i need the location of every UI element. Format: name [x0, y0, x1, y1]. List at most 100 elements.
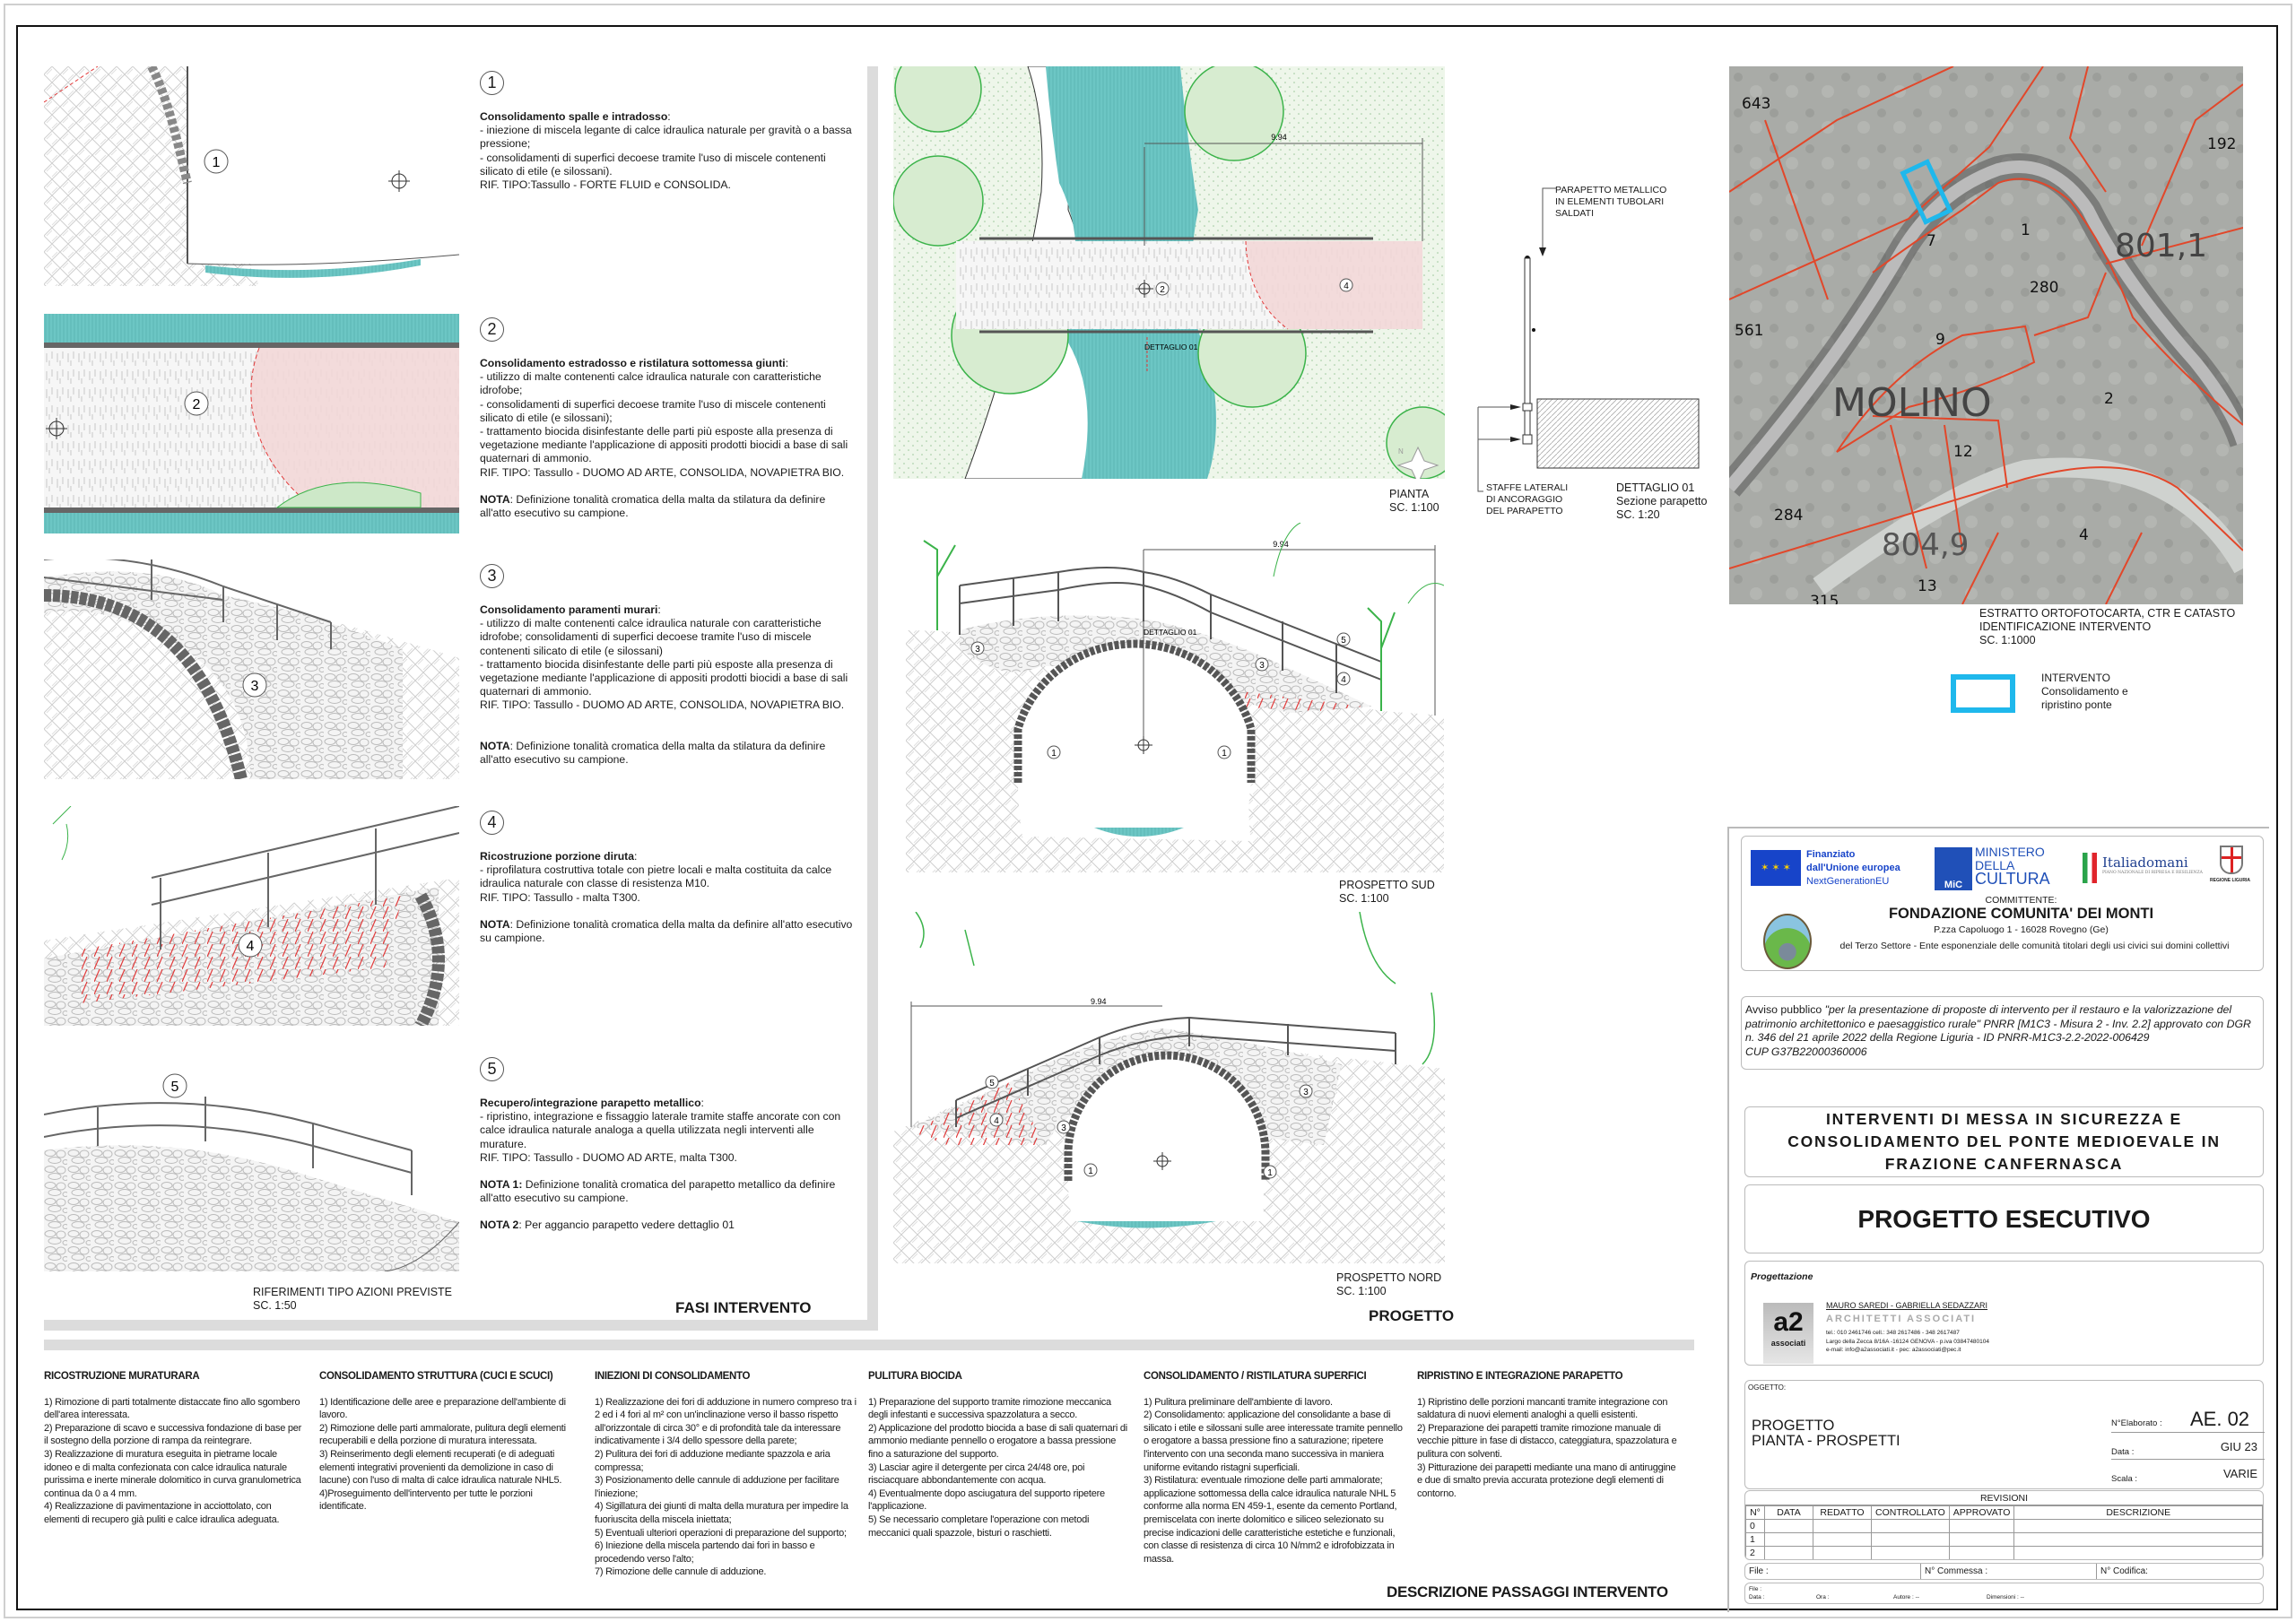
step-title: Ricostruzione porzione diruta	[480, 850, 634, 863]
progettazione-label: Progettazione	[1751, 1271, 1813, 1282]
column-step: 1) Realizzazione dei fori di adduzione i…	[595, 1396, 857, 1447]
liguria-shield-icon	[2220, 846, 2243, 874]
column-step: 2) Preparazione dei parapetti tramite ri…	[1417, 1422, 1677, 1460]
svg-text:643: 643	[1742, 95, 1770, 113]
svg-text:3: 3	[975, 645, 980, 655]
revisioni-cell	[1871, 1546, 1950, 1559]
step-title: Consolidamento estradosso e ristilatura …	[480, 357, 786, 369]
svg-text:315: 315	[1810, 593, 1839, 604]
divider	[44, 1340, 1694, 1350]
revisioni-cell	[1948, 1519, 2015, 1533]
crosshair-icon	[1135, 736, 1152, 754]
step-line: RIF. TIPO:Tassullo - FORTE FLUID e CONSO…	[480, 178, 731, 192]
revisioni-row: 2	[1745, 1546, 2263, 1559]
scala-field: Scala : VARIE	[2111, 1467, 2257, 1484]
column-step: 2) Applicazione del prodotto biocida a b…	[868, 1422, 1127, 1460]
eu-flag-icon: ✶ ✶ ✶	[1751, 850, 1801, 886]
ortofoto-map: 643 192 1 801,1 280 7 561 9 MOLINO 2 12 …	[1729, 66, 2243, 604]
svg-text:4: 4	[2079, 526, 2089, 544]
committente-label: COMMITTENTE:	[1985, 895, 2057, 906]
revisioni-cell	[1813, 1519, 1872, 1533]
svg-text:801,1: 801,1	[2115, 228, 2207, 265]
prospetto-sud-drawing: 9.94 DETTAGLIO 01 3 3 4 5 1 1	[906, 523, 1444, 872]
crosshair-icon	[1153, 1152, 1171, 1170]
column-heading: CONSOLIDAMENTO / RISTILATURA SUPERFICI	[1144, 1371, 1367, 1382]
detail-ref-label: DETTAGLIO 01	[1144, 343, 1198, 351]
avviso-box: Avviso pubblico "per la presentazione di…	[1741, 996, 2264, 1070]
column-step: 3) Posizionamento delle cannule di adduz…	[595, 1475, 839, 1499]
revisioni-header: REDATTO	[1813, 1505, 1872, 1520]
revisioni-cell	[1764, 1546, 1813, 1559]
fasi-drawing-5: 5	[44, 1073, 459, 1271]
oggetto-label: OGGETTO:	[1748, 1383, 1787, 1392]
fasi-caption: RIFERIMENTI TIPO AZIONI PREVISTE SC. 1:5…	[253, 1286, 452, 1313]
column-heading: PULITURA BIOCIDA	[868, 1371, 962, 1382]
step-line: - consolidamenti di superfici decoese tr…	[480, 151, 826, 178]
crosshair-icon	[388, 170, 410, 192]
descrizione-column: INIEZIONI DI CONSOLIDAMENTO 1) Realizzazi…	[595, 1370, 857, 1579]
step-title: Consolidamento paramenti murari	[480, 603, 658, 616]
descrizione-column: PULITURA BIOCIDA 1) Preparazione del supp…	[868, 1370, 1130, 1540]
revisioni-cell: 1	[1745, 1532, 1765, 1547]
column-step: 2) Rimozione delle parti ammalorate, pul…	[319, 1422, 566, 1447]
marker-4: 4	[247, 939, 255, 954]
svg-text:13: 13	[1918, 577, 1937, 595]
descrizione-column: CONSOLIDAMENTO STRUTTURA (CUCI E SCUCI)1…	[319, 1370, 581, 1514]
column-step: 5) Eventuali ulteriori operazioni di pre…	[595, 1527, 847, 1539]
fasi-panel	[44, 66, 878, 1331]
prospetto-nord-drawing: 9.94 5 4 3 3 1 1	[893, 912, 1445, 1263]
column-step: 3) Lasciar agire il detergente per circa…	[868, 1462, 1085, 1487]
title-block	[1727, 827, 2269, 1612]
column-step: 1) Ripristino delle porzioni mancanti tr…	[1417, 1396, 1668, 1421]
revisioni-header: APPROVATO	[1948, 1505, 2015, 1520]
svg-text:1: 1	[2021, 221, 2031, 239]
committente-address: P.zza Capoluogo 1 - 16028 Rovegno (Ge)	[1934, 924, 2109, 935]
column-step: 7) Rimozione delle cannule di adduzione.	[595, 1566, 767, 1578]
svg-text:4: 4	[994, 1116, 999, 1126]
dettaglio-01-drawing	[1477, 187, 1700, 492]
elaborato-value: AE. 02	[2190, 1408, 2250, 1430]
fasi-drawing-4: 4	[44, 806, 459, 1026]
revisioni-header: CONTROLLATO	[1871, 1505, 1950, 1520]
revisioni-cell	[1871, 1532, 1950, 1547]
step-title: Recupero/integrazione parapetto metallic…	[480, 1097, 701, 1109]
committente-desc: del Terzo Settore - Ente esponenziale de…	[1839, 941, 2230, 951]
svg-text:MOLINO: MOLINO	[1832, 380, 1992, 426]
progetto-section-title: PROGETTO	[1369, 1307, 1455, 1324]
svg-text:1: 1	[1051, 749, 1057, 759]
step-line: - riprofilatura costruttiva totale con p…	[480, 863, 832, 890]
fasi-drawing-2: 2	[44, 314, 459, 533]
committente-name: FONDAZIONE COMUNITA' DEI MONTI	[1888, 906, 2154, 922]
svg-text:N: N	[1398, 447, 1404, 455]
column-heading: INIEZIONI DI CONSOLIDAMENTO	[595, 1371, 751, 1382]
column-step: 2) Preparazione di scavo e successiva fo…	[44, 1422, 302, 1447]
revisioni-row: 0	[1745, 1519, 2263, 1533]
liguria-logo-text: REGIONE LIGURIA	[2210, 878, 2251, 883]
step-note: NOTA: Definizione tonalità cromatica del…	[480, 917, 853, 945]
project-title: INTERVENTI DI MESSA IN SICUREZZA E CONSO…	[1744, 1106, 2264, 1177]
revisioni-cell	[1813, 1532, 1872, 1547]
sheet-border	[4, 4, 2292, 1618]
svg-text:2: 2	[1160, 285, 1165, 295]
svg-text:12: 12	[1953, 443, 1973, 461]
pianta-drawing: 9.94 2 4 DETTAGLIO 01 N	[893, 66, 1445, 479]
marker-3: 3	[251, 679, 259, 694]
firm-name: ARCHITETTI ASSOCIATI	[1826, 1314, 1977, 1324]
svg-text:804,9: 804,9	[1882, 527, 1969, 563]
svg-text:5: 5	[1341, 636, 1346, 646]
svg-text:3: 3	[1061, 1123, 1066, 1133]
step-number-badge: 3	[480, 564, 504, 588]
dimension-label: 9.94	[1271, 133, 1287, 142]
svg-text:4: 4	[1341, 675, 1346, 685]
data-value: GIU 23	[2220, 1440, 2257, 1453]
column-step: 1) Preparazione del supporto tramite rim…	[868, 1396, 1111, 1421]
revisioni-cell	[2013, 1519, 2263, 1533]
